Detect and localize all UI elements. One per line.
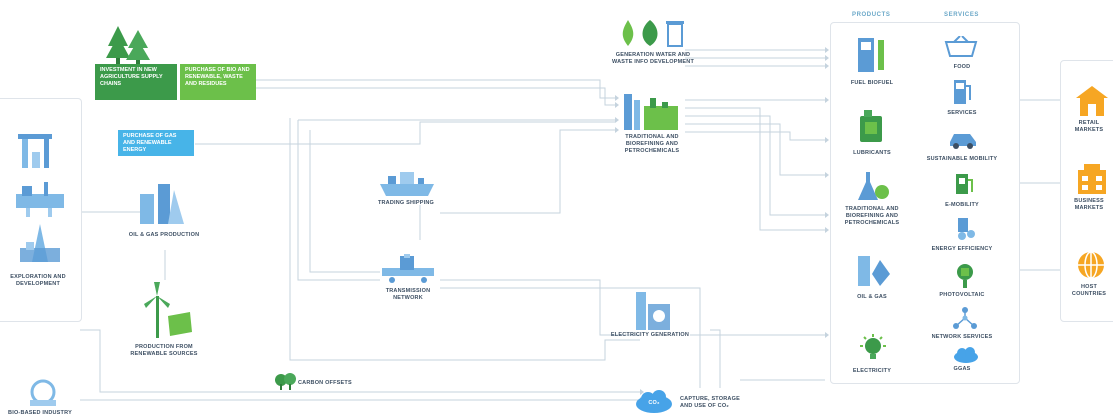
refinery-icon [624, 94, 678, 130]
retail-house-icon [1076, 86, 1108, 116]
lubricant-can-icon [860, 110, 882, 142]
carbon-offset-trees-icon [275, 373, 296, 390]
exploration-rig-icon [20, 224, 60, 262]
business-building-icon [1078, 164, 1106, 194]
product-label-0: FUEL BIOFUEL [850, 80, 894, 86]
transmission-network-label: TRANSMISSION NETWORK [385, 288, 431, 301]
cloud-gas-icon [954, 347, 978, 363]
offshore-platform-icon [16, 182, 64, 217]
car-mobility-icon [950, 134, 976, 149]
market-label-0: RETAIL MARKETS [1074, 120, 1104, 133]
oil-gas-icon [858, 256, 890, 286]
service-label-6: NETWORK SERVICES [931, 334, 993, 340]
water-leaf-bin-icon [622, 20, 684, 47]
photovoltaic-icon [957, 264, 973, 288]
service-label-4: ENERGY EFFICIENCY [931, 246, 993, 252]
bio-industry-label: BIO-BASED INDUSTRY [8, 410, 72, 416]
electricity-generation-label: ELECTRICITY GENERATION [610, 332, 690, 338]
co2-label: CO₂ [648, 400, 660, 406]
product-label-1: LUBRICANTS [853, 150, 891, 156]
service-label-5: PHOTOVOLTAIC [939, 292, 985, 298]
exploration-label: EXPLORATION AND DEVELOPMENT [10, 274, 66, 287]
agriculture-supply-box: INVESTMENT IN NEW AGRICULTURE SUPPLY CHA… [95, 64, 177, 100]
oil-pump-icon [18, 134, 52, 168]
fuel-pump-icon [858, 38, 884, 72]
service-label-0: FOOD [953, 64, 971, 70]
service-label-2: SUSTAINABLE MOBILITY [926, 156, 998, 162]
ship-icon [380, 172, 434, 196]
ev-plug-icon [956, 174, 973, 194]
power-plant-icon [636, 292, 670, 330]
bio-industry-icon [30, 379, 56, 406]
fuel-service-icon [954, 80, 971, 104]
shopping-basket-icon [944, 36, 978, 57]
service-label-1: SERVICES [947, 110, 977, 116]
carbon-offsets-label: CARBON OFFSETS [298, 380, 352, 386]
energy-efficiency-icon [958, 218, 975, 240]
products-services-panel [830, 22, 1020, 384]
oil-gas-production-label: OIL & GAS PRODUCTION [128, 232, 200, 238]
pipeline-icon [382, 254, 434, 283]
oil-gas-production-icon [140, 184, 184, 224]
product-label-4: ELECTRICITY [852, 368, 892, 374]
chemicals-flask-icon [858, 172, 889, 200]
gas-renewable-purchase-box: PURCHASE OF GAS AND RENEWABLE ENERGY [118, 130, 194, 156]
market-label-2: HOST COUNTRIES [1071, 284, 1107, 297]
trading-shipping-label: TRADING SHIPPING [377, 200, 435, 206]
service-label-7: GGAS [953, 366, 971, 372]
wind-solar-icon [144, 282, 192, 338]
co2-cloud-icon [636, 390, 672, 413]
trees-icon [106, 26, 150, 66]
ccus-label: CAPTURE, STORAGE AND USE OF CO₂ [680, 396, 740, 409]
generation-waste-label: GENERATION WATER AND WASTE INFO DEVELOPM… [612, 52, 695, 65]
products-header: PRODUCTS [852, 12, 891, 18]
electricity-bulb-icon [860, 334, 886, 359]
globe-icon [1078, 251, 1104, 279]
product-label-3: OIL & GAS [857, 294, 887, 300]
refining-chemicals-label: TRADITIONAL AND BIOREFINING AND PETROCHE… [624, 134, 680, 154]
services-header: SERVICES [944, 12, 980, 18]
bio-renewable-purchase-box: PURCHASE OF BIO AND RENEWABLE, WASTE AND… [180, 64, 256, 100]
network-icon [953, 307, 977, 329]
market-label-1: BUSINESS MARKETS [1074, 198, 1104, 211]
service-label-3: E-MOBILITY [945, 202, 979, 208]
renewable-production-label: PRODUCTION FROM RENEWABLE SOURCES [130, 344, 198, 357]
product-label-2: TRADITIONAL AND BIOREFINING AND PETROCHE… [844, 206, 900, 226]
